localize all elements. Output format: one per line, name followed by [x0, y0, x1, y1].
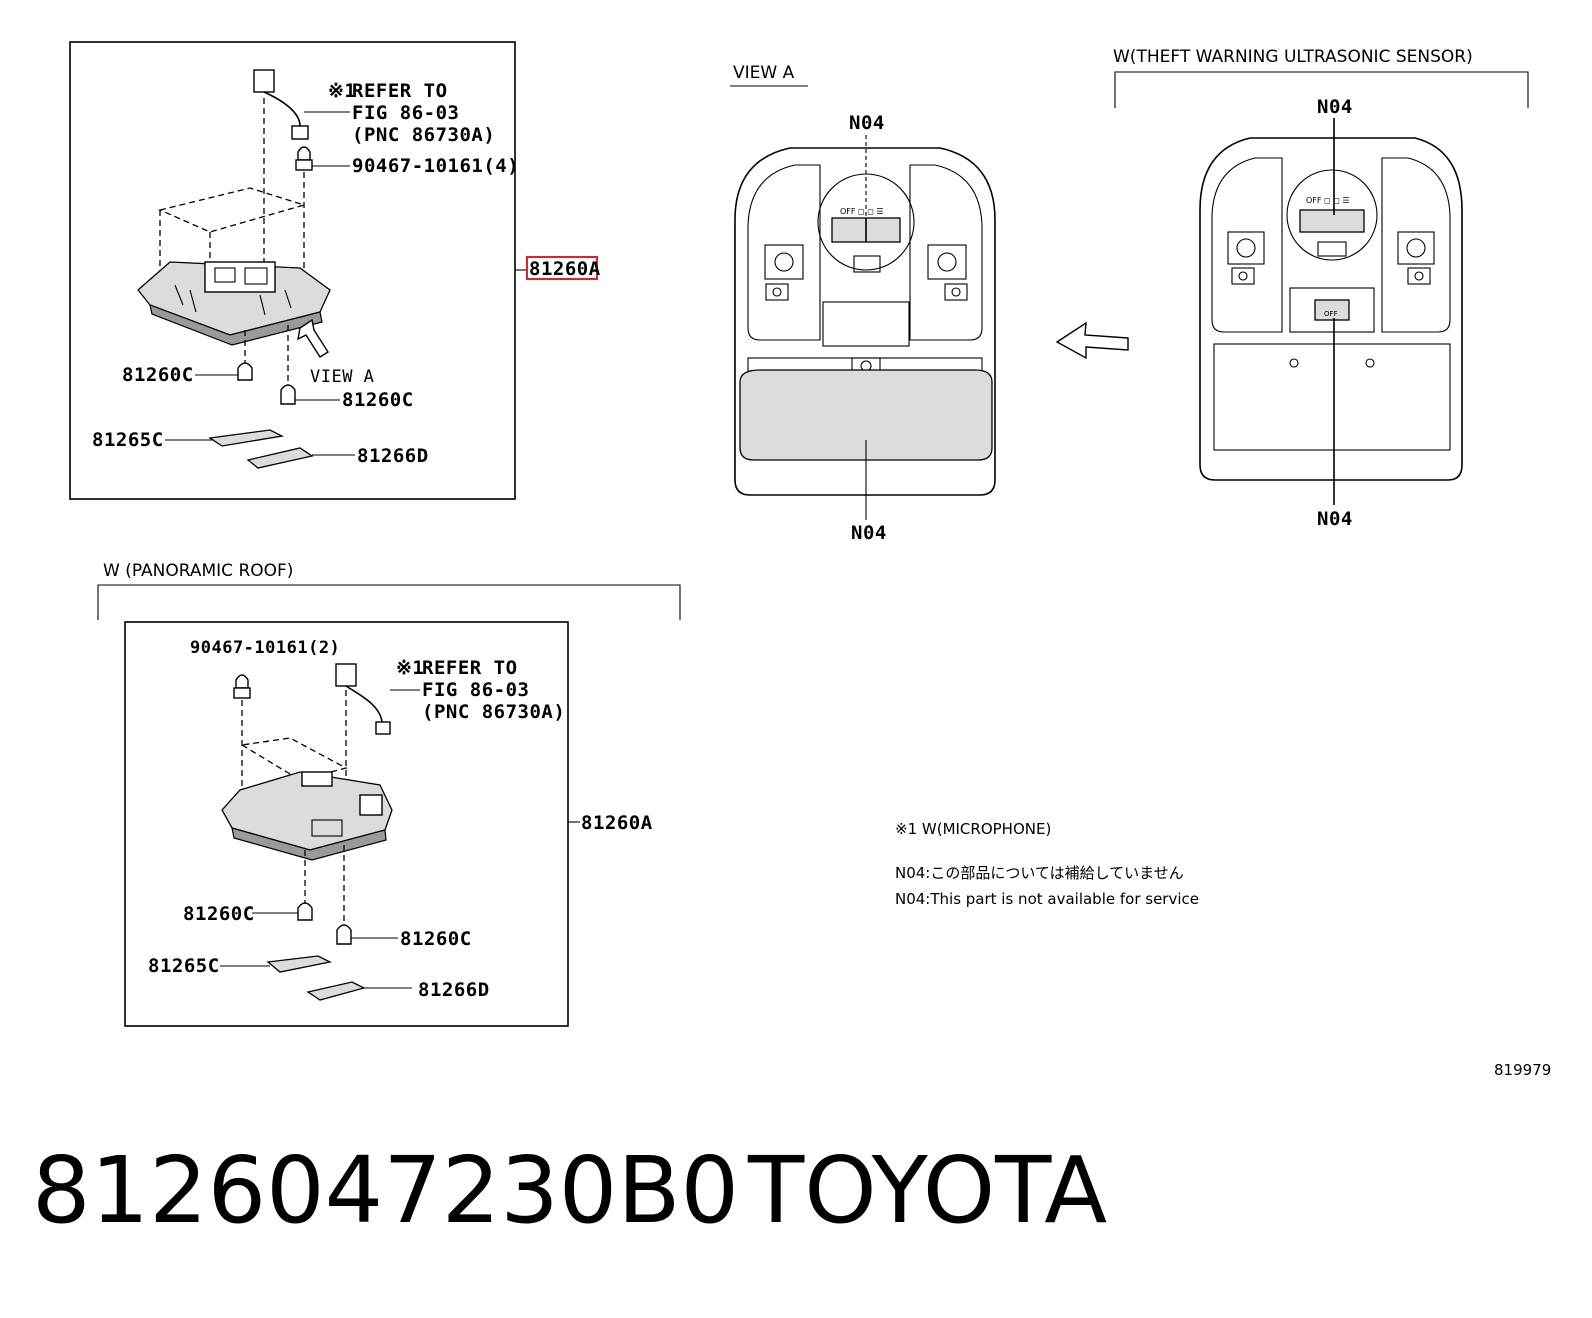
panoramic-console-81260A: [221, 771, 393, 861]
panoramic-refer-line-1: REFER TO: [422, 657, 518, 679]
footer-brand: TOYOTA: [747, 1137, 1107, 1244]
part-label-81260C-left[interactable]: 81260C: [122, 364, 194, 386]
note-n04-english: N04:This part is not available for servi…: [895, 890, 1199, 908]
view-a-lamp-left: [764, 244, 804, 280]
lens-81266D: [246, 447, 314, 469]
view-a-panel: VIEW A OFF ◻ ◻ ☰ N04 N04: [730, 63, 996, 544]
view-a-console-outline: [734, 147, 996, 496]
panoramic-part-label-81260C-left[interactable]: 81260C: [183, 903, 255, 925]
lens-81265C: [208, 429, 285, 447]
figure-number: 819979: [1494, 1061, 1551, 1079]
panoramic-part-label-81265C[interactable]: 81265C: [148, 955, 220, 977]
panoramic-clip-90467: [233, 674, 251, 699]
panoramic-wire-harness: [335, 663, 391, 735]
panoramic-lens-81266D: [306, 981, 366, 1001]
main-exploded-view: ※1 REFER TO FIG 86-03 (PNC 86730A) 90467…: [69, 41, 601, 500]
part-label-81260A-highlighted[interactable]: 81260A: [529, 258, 601, 280]
panoramic-bulb-right: [336, 924, 352, 945]
bulb-81260C-left: [237, 362, 253, 381]
part-label-81260C-right[interactable]: 81260C: [342, 389, 414, 411]
refer-line-1: REFER TO: [352, 80, 448, 102]
panoramic-roof-panel: W (PANORAMIC ROOF): [97, 561, 681, 1027]
refer-line-2: FIG 86-03: [352, 102, 459, 124]
part-label-81266D[interactable]: 81266D: [357, 445, 429, 467]
theft-button-text: OFF: [1324, 310, 1338, 318]
panoramic-refer-mark: ※1: [396, 657, 424, 679]
theft-sensor-button: [1314, 299, 1350, 321]
highlight-box: [526, 256, 598, 280]
theft-warning-panel: W(THEFT WARNING ULTRASONIC SENSOR) OFF ◻…: [1113, 47, 1529, 530]
view-a-sunglass-holder: [739, 369, 993, 461]
console-housing-81260A: [137, 261, 331, 346]
view-a-n04-bottom[interactable]: N04: [851, 522, 887, 544]
theft-n04-bottom[interactable]: N04: [1317, 508, 1353, 530]
theft-n04-top[interactable]: N04: [1317, 96, 1353, 118]
theft-console-outline: [1199, 137, 1463, 481]
wire-harness-part: [253, 69, 309, 140]
panoramic-part-label-81260C-right[interactable]: 81260C: [400, 928, 472, 950]
footer: 8126047230B0 TOYOTA: [32, 1137, 1107, 1244]
clip-90467-part: [295, 146, 313, 171]
theft-switch-dial: [1286, 169, 1378, 261]
view-a-lamp-right: [927, 244, 967, 280]
view-a-title: VIEW A: [733, 63, 795, 83]
panoramic-part-label-81266D[interactable]: 81266D: [418, 979, 490, 1001]
bulb-81260C-right: [280, 384, 296, 405]
panoramic-part-label-81260A[interactable]: 81260A: [581, 812, 653, 834]
view-a-arrow-icon: [297, 318, 329, 358]
panoramic-title: W (PANORAMIC ROOF): [103, 561, 293, 581]
theft-lower-lens: [1213, 343, 1451, 451]
view-direction-arrow-icon: [1055, 321, 1129, 360]
part-label-90467[interactable]: 90467-10161(4): [352, 155, 519, 177]
panoramic-frame: [124, 621, 569, 1027]
view-a-n04-top[interactable]: N04: [849, 112, 885, 134]
theft-switch-text: OFF ◻ ◻ ☰: [1306, 196, 1350, 205]
view-a-pointer-label: VIEW A: [310, 367, 374, 387]
refer-mark: ※1: [328, 80, 356, 102]
panoramic-refer-line-2: FIG 86-03: [422, 679, 529, 701]
view-a-switch-text: OFF ◻ ◻ ☰: [840, 207, 884, 216]
footer-part-number: 8126047230B0: [32, 1137, 739, 1244]
panoramic-part-label-90467[interactable]: 90467-10161(2): [190, 638, 340, 658]
notes-block: ※1 W(MICROPHONE) N04:この部品については補給していません N…: [895, 820, 1551, 1079]
panoramic-lens-81265C: [266, 955, 332, 973]
note-microphone: ※1 W(MICROPHONE): [895, 820, 1051, 838]
refer-line-3: (PNC 86730A): [352, 124, 495, 146]
theft-warning-title: W(THEFT WARNING ULTRASONIC SENSOR): [1113, 47, 1473, 67]
part-label-81265C[interactable]: 81265C: [92, 429, 164, 451]
panoramic-bulb-left: [297, 902, 313, 921]
panoramic-refer-line-3: (PNC 86730A): [422, 701, 565, 723]
note-n04-japanese: N04:この部品については補給していません: [895, 864, 1184, 882]
